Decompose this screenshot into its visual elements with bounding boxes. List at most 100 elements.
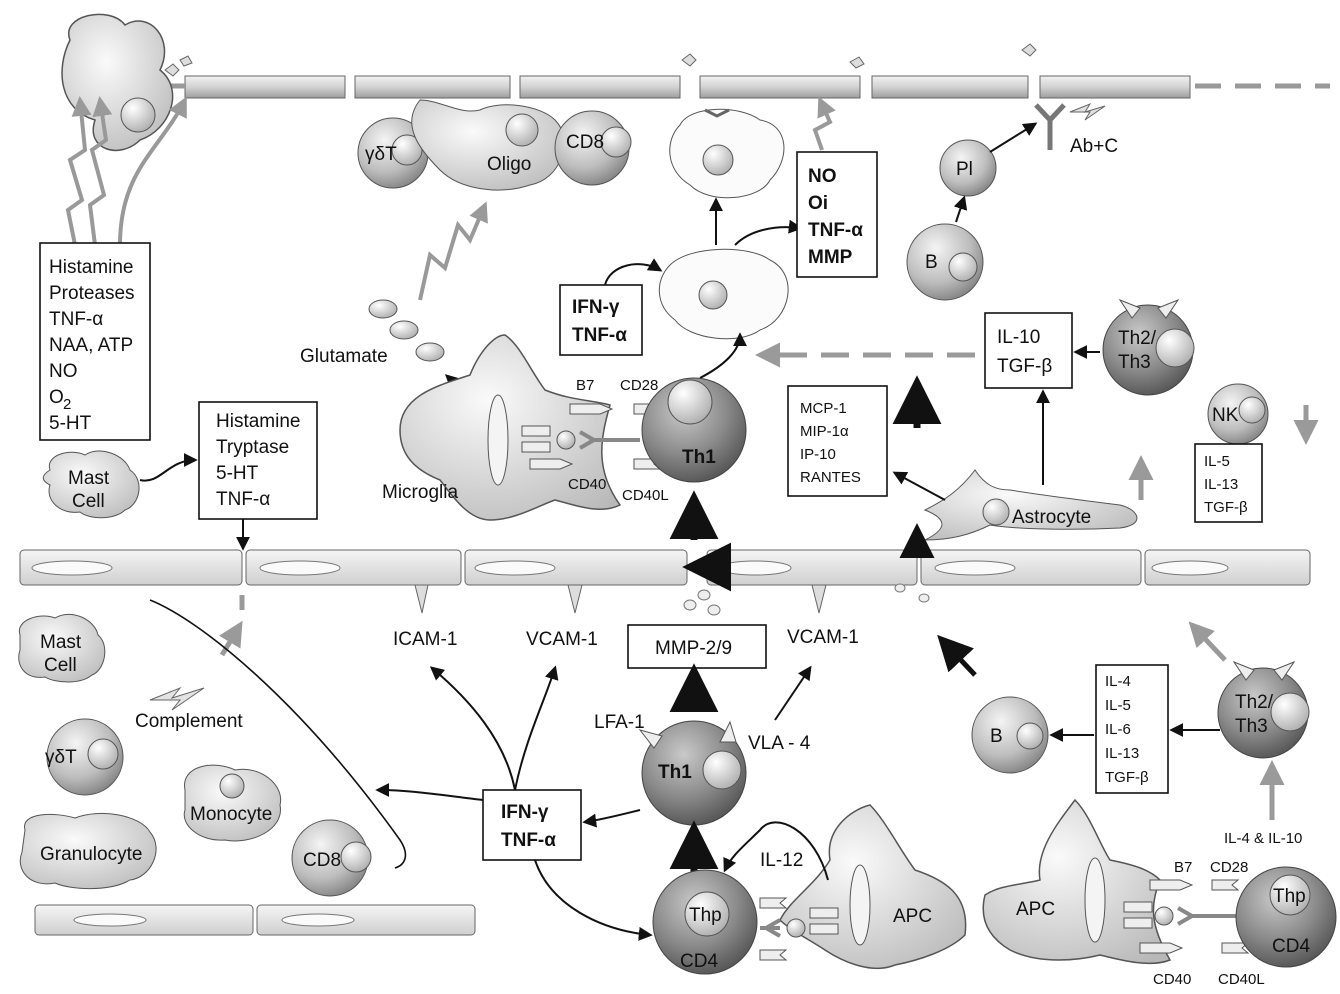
th2-bot-line-1: Th2/ bbox=[1235, 692, 1274, 713]
chemokine-line-1: MCP-1 bbox=[800, 400, 847, 417]
mast-top-line-1: Mast bbox=[68, 468, 110, 489]
vcam-right-label: VCAM-1 bbox=[787, 627, 859, 648]
apc-cell-right: APC bbox=[982, 798, 1172, 965]
oligo-label: Oligo bbox=[487, 154, 531, 175]
th2-bot-line-2: Th3 bbox=[1235, 716, 1268, 737]
antibody: Ab+C bbox=[1034, 102, 1118, 157]
gdt-top-label: γδT bbox=[365, 144, 397, 165]
chemokine-line-3: IP-10 bbox=[800, 446, 836, 463]
mediator-line-3: TNF-α bbox=[49, 309, 103, 330]
monocyte-cell: Monocyte bbox=[183, 764, 282, 842]
pl-label: Pl bbox=[956, 159, 973, 180]
mast-mediators-box: Histamine Proteases TNF-α NAA, ATP NO O … bbox=[39, 242, 151, 441]
ifn-top-line-1: IFN-γ bbox=[572, 297, 620, 318]
astrocyte-cell: Astrocyte bbox=[923, 469, 1138, 541]
b-right-label: B bbox=[990, 726, 1003, 747]
mediator-arrows bbox=[65, 96, 187, 246]
granule-line-3: 5-HT bbox=[216, 463, 259, 484]
cd4-left-label: CD4 bbox=[680, 951, 718, 972]
thp-right-label: Thp bbox=[1273, 886, 1306, 907]
th2-cell-bottom: Th2/ Th3 bbox=[1217, 660, 1310, 759]
damaged-cell-top bbox=[669, 108, 785, 199]
nk-box-line-3: TGF-β bbox=[1204, 499, 1248, 516]
no-box-line-1: NO bbox=[808, 166, 837, 187]
oligodendrocyte: Oligo bbox=[411, 99, 565, 191]
nk-cytokine-box: IL-5 IL-13 TGF-β bbox=[1194, 443, 1263, 523]
th2-cell-top: Th2/ Th3 bbox=[1102, 298, 1195, 396]
no-box-line-4: MMP bbox=[808, 247, 853, 268]
apc-thp-synapse-left bbox=[759, 897, 839, 961]
glutamate-label: Glutamate bbox=[300, 346, 388, 367]
il10-box: IL-10 TGF-β bbox=[984, 312, 1073, 389]
apc-right-label: APC bbox=[1016, 899, 1055, 920]
monocyte-label: Monocyte bbox=[190, 804, 272, 825]
granulocyte-cell: Granulocyte bbox=[19, 812, 157, 890]
mast-bot-line-1: Mast bbox=[40, 632, 82, 653]
nk-label: NK bbox=[1212, 405, 1239, 426]
mediator-line-6-sub: 2 bbox=[63, 396, 71, 413]
mediator-line-2: Proteases bbox=[49, 283, 135, 304]
il10-line-2: TGF-β bbox=[997, 356, 1052, 377]
thp-left-label: Thp bbox=[689, 905, 722, 926]
mediator-line-5: NO bbox=[49, 361, 78, 382]
thp-cell-right: Thp CD4 bbox=[1235, 866, 1337, 968]
cd28-bot-label: CD28 bbox=[1210, 859, 1248, 876]
complement-label: Complement bbox=[135, 711, 243, 732]
cd8-top-label: CD8 bbox=[566, 132, 604, 153]
mast-cell-top: Mast Cell bbox=[42, 450, 140, 519]
th2-top-line-1: Th2/ bbox=[1118, 328, 1157, 349]
il4-line-4: IL-13 bbox=[1105, 745, 1139, 762]
gdt-bot-label: γδT bbox=[45, 747, 77, 768]
th1-top-label: Th1 bbox=[682, 447, 716, 468]
ifn-bottom-box: IFN-γ TNF-α bbox=[482, 789, 582, 861]
no-box: NO Oi TNF-α MMP bbox=[796, 151, 878, 278]
mediator-line-6: O bbox=[49, 387, 64, 408]
apc-cell-mid: APC bbox=[779, 804, 967, 970]
chemokine-box: MCP-1 MIP-1α IP-10 RANTES bbox=[787, 385, 888, 497]
b-cell-top: B bbox=[906, 223, 984, 301]
mast-bot-line-2: Cell bbox=[44, 655, 77, 676]
damaged-cell-mid bbox=[658, 248, 789, 340]
mediator-line-1: Histamine bbox=[49, 257, 133, 278]
ifn-top-line-2: TNF-α bbox=[572, 325, 627, 346]
mast-cell-bottom: Mast Cell bbox=[18, 613, 106, 683]
th1-cell-top: Th1 bbox=[641, 377, 747, 483]
vcam-left-label: VCAM-1 bbox=[526, 629, 598, 650]
plasma-cell: Pl bbox=[939, 139, 997, 197]
b7-top-label: B7 bbox=[576, 377, 594, 394]
cd40-top-label: CD40 bbox=[568, 476, 606, 493]
granule-line-2: Tryptase bbox=[216, 437, 289, 458]
vla-label: VLA - 4 bbox=[748, 733, 811, 754]
mediator-line-4: NAA, ATP bbox=[49, 335, 133, 356]
granule-line-4: TNF-α bbox=[216, 489, 270, 510]
endothelial-wall bbox=[19, 549, 1311, 616]
cd8-cell-top: CD8 bbox=[554, 110, 632, 186]
il12-label: IL-12 bbox=[760, 850, 803, 871]
cd40l-bot-label: CD40L bbox=[1218, 971, 1265, 988]
thp-cell-left: Thp CD4 bbox=[652, 869, 758, 975]
b-cell-right: B bbox=[971, 696, 1049, 774]
il4-box: IL-4 IL-5 IL-6 IL-13 TGF-β bbox=[1095, 664, 1169, 794]
granule-line-1: Histamine bbox=[216, 411, 300, 432]
mediator-line-7: 5-HT bbox=[49, 413, 92, 434]
th1-cell-mid: Th1 bbox=[638, 720, 747, 826]
ifn-bot-line-2: TNF-α bbox=[501, 830, 556, 851]
b7-bot-label: B7 bbox=[1174, 859, 1192, 876]
mmp-box: MMP-2/9 bbox=[627, 624, 767, 669]
chemokine-line-2: MIP-1α bbox=[800, 423, 849, 440]
il10-line-1: IL-10 bbox=[997, 327, 1040, 348]
no-box-line-3: TNF-α bbox=[808, 220, 863, 241]
gdt-cell-bottom: γδT bbox=[45, 718, 124, 796]
nk-box-line-1: IL-5 bbox=[1204, 453, 1230, 470]
cd40l-top-label: CD40L bbox=[622, 487, 669, 504]
il4-line-3: IL-6 bbox=[1105, 721, 1131, 738]
apc-mid-label: APC bbox=[893, 906, 932, 927]
microglia-cell: Microglia bbox=[382, 334, 622, 521]
astrocyte-label: Astrocyte bbox=[1012, 507, 1091, 528]
no-box-line-2: Oi bbox=[808, 193, 828, 214]
complement-icon: Complement bbox=[135, 686, 243, 732]
nk-cell: NK bbox=[1207, 383, 1269, 445]
chemokine-line-4: RANTES bbox=[800, 469, 861, 486]
